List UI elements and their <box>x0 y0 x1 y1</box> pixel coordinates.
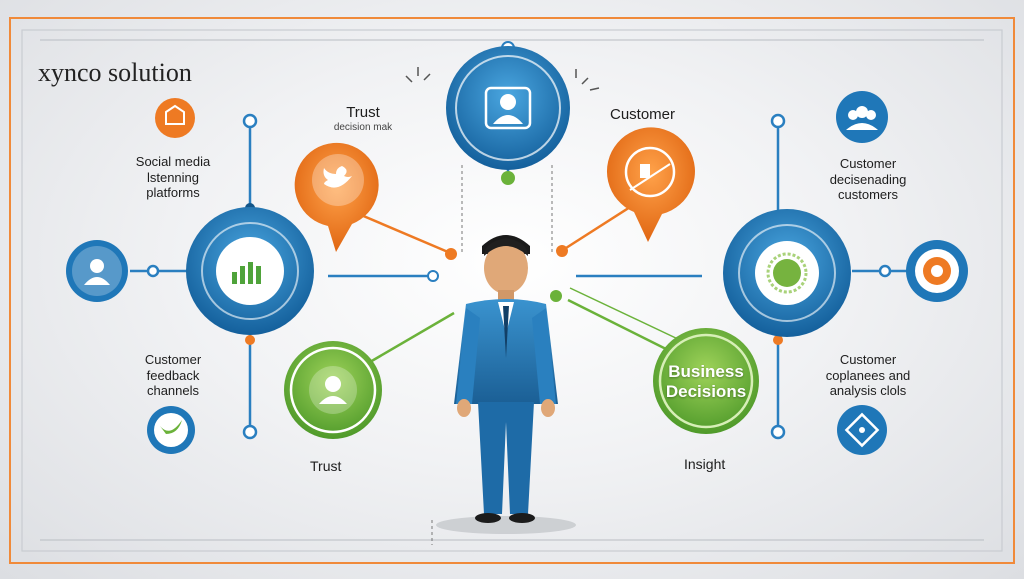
hexagon-icon <box>155 98 195 138</box>
team-icon <box>836 91 888 143</box>
left-connectors <box>130 113 430 440</box>
customer-feedback-label: Customer feedback channels <box>144 352 202 399</box>
trust-bottom-label: Trust <box>310 458 342 474</box>
right-connectors <box>576 113 910 440</box>
connector-green-right <box>567 298 673 354</box>
sparkle-icon <box>575 69 600 91</box>
frame <box>9 17 1015 564</box>
social-media-label: Social media lstenning platforms <box>135 154 211 201</box>
dashed-guides <box>431 165 553 545</box>
top-user-node <box>446 41 570 185</box>
bird-icon <box>147 406 195 454</box>
twitter-pin <box>294 142 379 252</box>
left-chart-node <box>186 207 314 335</box>
dot-orange-left <box>445 248 457 260</box>
business-decisions-label: Business Decisions <box>665 362 747 401</box>
businessman-figure <box>436 235 576 534</box>
tag-icon <box>837 405 887 455</box>
dot-green-right <box>550 290 562 302</box>
left-user-node <box>66 240 128 302</box>
dot-left-bottom <box>245 335 255 345</box>
right-orange-node <box>906 240 968 302</box>
customer-right-bottom-label: Customer coplanees and analysis clols <box>825 352 911 399</box>
dot-left-mid <box>427 270 439 282</box>
right-badge-node <box>723 209 851 337</box>
customer-top-label: Customer <box>610 106 676 123</box>
connector-green-left <box>369 311 455 364</box>
green-user-node <box>284 341 382 439</box>
analytics-pin <box>606 127 695 242</box>
trust-top-label: Trust decision mak <box>333 104 393 133</box>
connector-orange-left <box>353 210 449 254</box>
insight-label: Insight <box>684 456 726 472</box>
connector-orange-right <box>565 200 639 250</box>
dot-right-bottom <box>773 335 783 345</box>
sparkle-icon <box>405 67 431 83</box>
business-decisions-node <box>653 328 759 434</box>
brand-name: xynco solution <box>38 58 192 87</box>
dot-orange-right <box>556 245 568 257</box>
customer-right-top-label: Customer decisenading customers <box>829 156 907 203</box>
